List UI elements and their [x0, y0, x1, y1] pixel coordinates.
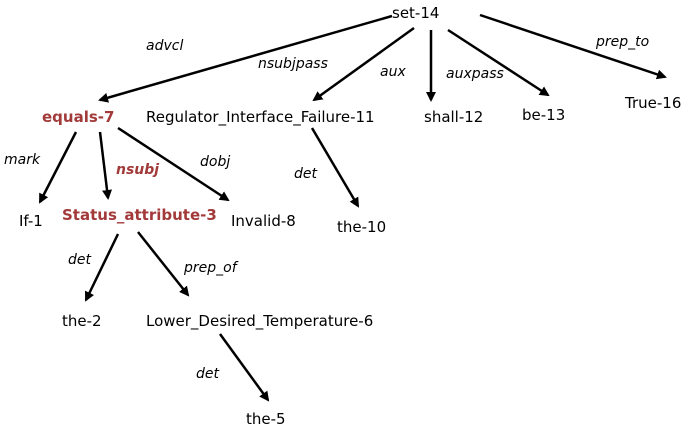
- edge-label-prep-of: prep_of: [184, 260, 237, 276]
- edge-arrow-det-the2: [84, 233, 120, 302]
- edge-label-nsubjpass: nsubjpass: [258, 56, 328, 72]
- node-status-attribute-3: Status_attribute-3: [62, 206, 217, 224]
- edge-arrow-auxpass: [447, 28, 550, 97]
- edge-label-auxpass: auxpass: [446, 66, 504, 82]
- edge-arrow-prep-of: [137, 231, 190, 297]
- edge-label-dobj: dobj: [200, 154, 231, 170]
- node-the-2: the-2: [62, 312, 102, 330]
- node-the-5: the-5: [246, 410, 286, 428]
- node-equals-7: equals-7: [42, 108, 115, 126]
- edge-label-det-the5: det: [196, 366, 219, 382]
- edge-arrow-det-the10: [310, 127, 360, 208]
- edge-arrow-nsubj: [98, 131, 113, 200]
- edge-arrow-advcl: [98, 14, 393, 103]
- edge-label-det-the2: det: [68, 252, 91, 268]
- edge-label-advcl: advcl: [146, 38, 184, 54]
- node-lower-desired-temperature-6: Lower_Desired_Temperature-6: [146, 312, 374, 330]
- edge-arrow-det-the5: [218, 333, 270, 402]
- node-be-13: be-13: [522, 106, 566, 124]
- node-true-16: True-16: [625, 94, 682, 112]
- node-if-1: If-1: [19, 212, 43, 230]
- edge-label-nsubj: nsubj: [116, 162, 160, 178]
- edge-arrow-prep-to: [479, 13, 667, 80]
- edge-arrow-nsubjpass: [312, 26, 415, 102]
- node-set-14: set-14: [392, 4, 440, 22]
- node-regulator-interface-failure-11: Regulator_Interface_Failure-11: [146, 108, 375, 126]
- node-invalid-8: Invalid-8: [231, 212, 296, 230]
- edge-arrow-dobj: [117, 126, 230, 202]
- edge-label-prep-to: prep_to: [596, 34, 650, 50]
- edge-label-aux: aux: [380, 64, 406, 80]
- node-the-10: the-10: [337, 218, 387, 236]
- edge-label-mark: mark: [4, 152, 41, 168]
- edge-label-det-the10: det: [294, 166, 317, 182]
- edge-arrow-mark: [38, 131, 78, 204]
- node-shall-12: shall-12: [424, 108, 484, 126]
